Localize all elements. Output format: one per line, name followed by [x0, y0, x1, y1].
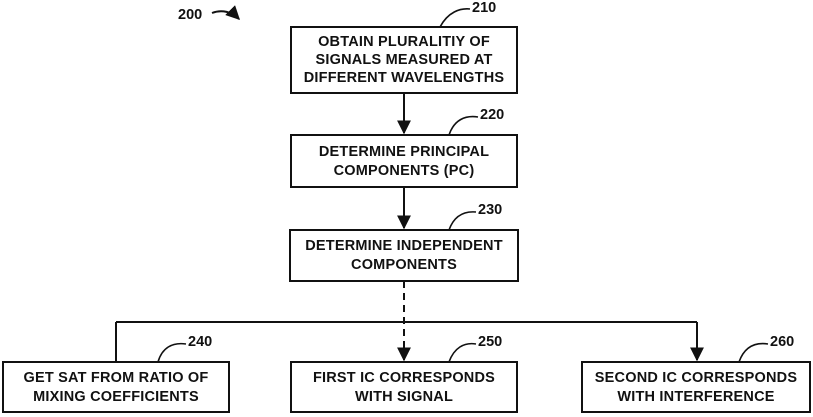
ref-label-250: 250	[478, 334, 502, 350]
ref-label-220: 220	[480, 107, 504, 123]
step-230-line-2: COMPONENTS	[351, 257, 457, 273]
step-260-line-1: SECOND IC CORRESPONDS	[595, 370, 798, 386]
ref-leader-210	[440, 9, 470, 27]
figure-ref-arrow	[212, 11, 239, 19]
figure-ref-label: 200	[178, 7, 202, 23]
ref-label-240: 240	[188, 334, 212, 350]
step-250-line-2: WITH SIGNAL	[355, 389, 453, 405]
ref-label-260: 260	[770, 334, 794, 350]
ref-leader-240	[158, 344, 186, 362]
step-230-line-1: DETERMINE INDEPENDENT	[305, 238, 503, 254]
ref-leader-260	[739, 344, 768, 362]
step-250-line-1: FIRST IC CORRESPONDS	[313, 370, 495, 386]
ref-leader-250	[449, 344, 476, 362]
step-210-line-3: DIFFERENT WAVELENGTHS	[304, 70, 505, 86]
ref-leader-220	[449, 117, 478, 135]
step-210-line-1: OBTAIN PLURALITIY OF	[318, 34, 490, 50]
step-220-line-1: DETERMINE PRINCIPAL	[319, 144, 489, 160]
step-240-line-1: GET SAT FROM RATIO OF	[24, 370, 209, 386]
step-210-line-2: SIGNALS MEASURED AT	[316, 52, 493, 68]
step-box-220	[291, 135, 517, 187]
ref-leader-230	[449, 212, 476, 230]
step-240-line-2: MIXING COEFFICIENTS	[33, 389, 199, 405]
step-220-line-2: COMPONENTS (PC)	[334, 163, 475, 179]
ref-label-210: 210	[472, 0, 496, 16]
ref-label-230: 230	[478, 202, 502, 218]
step-260-line-2: WITH INTERFERENCE	[617, 389, 774, 405]
